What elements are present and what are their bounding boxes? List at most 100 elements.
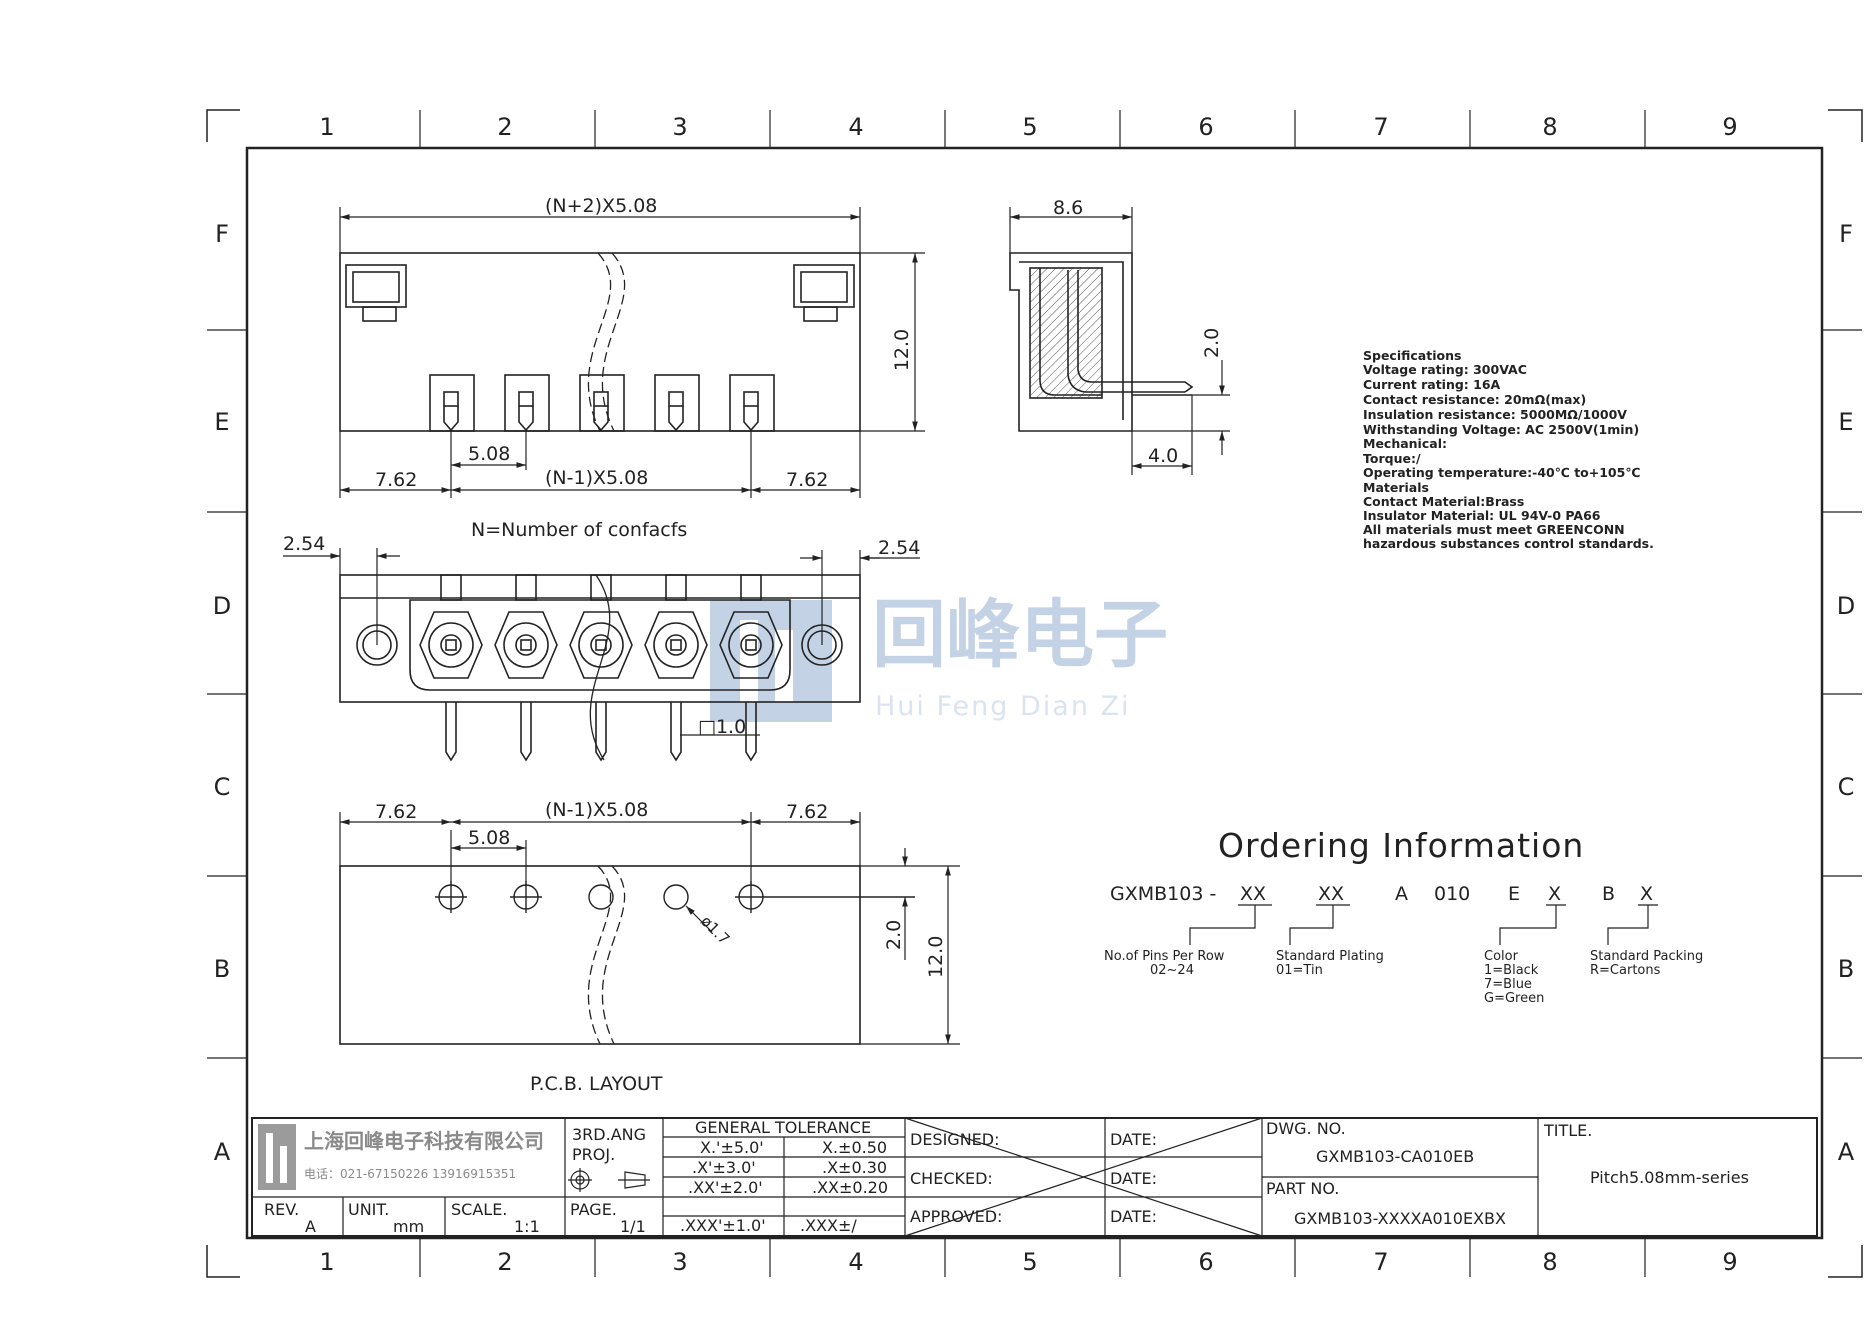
pcb-edge-left-label: 7.62 (375, 801, 417, 823)
spec-line: Withstanding Voltage: AC 2500V(1min) (1363, 422, 1639, 437)
col-label-bottom: 7 (1373, 1248, 1388, 1276)
tolerance-linear: X.±0.50 (822, 1138, 887, 1157)
row-label-right: F (1839, 220, 1853, 248)
row-label-left: F (215, 220, 229, 248)
pcb-layout-view (339, 865, 915, 1045)
projection-label: 3RD.ANG (572, 1125, 646, 1144)
row-label-right: C (1838, 773, 1855, 801)
approved-label: APPROVED: (910, 1207, 1002, 1226)
tolerance-linear: .XX±0.20 (812, 1178, 888, 1197)
tolerance-angle: X.'±5.0' (700, 1138, 764, 1157)
checked-label: CHECKED: (910, 1169, 993, 1188)
pitch-label: 5.08 (468, 443, 510, 465)
row-labels: F E D C B A F E D C B A (213, 220, 1855, 1166)
pin-height-label: 2.0 (1201, 328, 1223, 358)
pcb-layout-dimensions (339, 812, 960, 1045)
side-view-labels: 8.6 2.0 4.0 (1053, 197, 1223, 467)
col-label-top: 2 (497, 113, 512, 141)
overall-width-label: (N+2)X5.08 (545, 195, 657, 217)
hole-left-label: 2.54 (283, 533, 325, 555)
pcb-hole-dia-label: ø1.7 (697, 912, 733, 948)
pcb-layout-caption: P.C.B. LAYOUT (530, 1073, 663, 1095)
top-view-labels: (N+2)X5.08 12.0 5.08 7.62 (N-1)X5.08 7.6… (375, 195, 913, 541)
title-label: TITLE. (1543, 1121, 1592, 1140)
spec-line: Contact resistance: 20mΩ(max) (1363, 392, 1586, 407)
color-value: 7=Blue (1484, 977, 1532, 992)
col-label-bottom: 3 (672, 1248, 687, 1276)
front-view-labels: 2.54 2.54 □1.0 (283, 533, 920, 738)
top-height-label: 12.0 (891, 329, 913, 371)
spec-line: Mechanical: (1363, 436, 1447, 451)
rev-value: A (305, 1217, 316, 1236)
part-no-label: PART NO. (1266, 1179, 1339, 1198)
code-part-plating: XX (1318, 883, 1344, 905)
col-label-bottom: 4 (848, 1248, 863, 1276)
spec-line: Operating temperature:-40℃ to+105℃ (1363, 465, 1640, 480)
row-label-right: E (1838, 408, 1853, 436)
row-label-right: D (1837, 592, 1855, 620)
projection-symbol-icon (568, 1168, 650, 1192)
spec-line: Materials (1363, 480, 1429, 495)
date-label: DATE: (1110, 1169, 1157, 1188)
code-part-color: X (1548, 883, 1561, 905)
pcb-pitch-label: 5.08 (468, 827, 510, 849)
contacts-note: N=Number of confacfs (471, 519, 687, 541)
part-no-value: GXMB103-XXXXA010EXBX (1294, 1209, 1506, 1228)
title-block-text: 3RD.ANG PROJ. GENERAL TOLERANCE X.'±5.0'… (264, 1118, 1749, 1236)
depth-label: 8.6 (1053, 197, 1083, 219)
color-value: 1=Black (1484, 963, 1539, 978)
col-label-top: 6 (1198, 113, 1213, 141)
page-label: PAGE. (570, 1200, 617, 1219)
scale-label: SCALE. (451, 1200, 507, 1219)
row-label-left: C (214, 773, 231, 801)
tolerance-linear: .X±0.30 (822, 1158, 887, 1177)
front-view-dimensions (283, 548, 920, 736)
edge-right-label: 7.62 (786, 469, 828, 491)
col-label-top: 8 (1542, 113, 1557, 141)
plating-value: 01=Tin (1276, 963, 1323, 978)
company-name: 上海回峰电子科技有限公司 (304, 1129, 544, 1153)
top-view-dimensions (339, 207, 925, 498)
pcb-span-label: (N-1)X5.08 (545, 799, 648, 821)
spec-line: Current rating: 16A (1363, 377, 1501, 392)
company-logo (258, 1124, 296, 1190)
row-label-left: E (214, 408, 229, 436)
tolerance-linear: .XXX±/ (800, 1216, 857, 1235)
col-label-bottom: 6 (1198, 1248, 1213, 1276)
page-value: 1/1 (620, 1217, 646, 1236)
col-label-top: 7 (1373, 113, 1388, 141)
code-part-pins: XX (1240, 883, 1266, 905)
col-label-bottom: 1 (319, 1248, 334, 1276)
hole-right-label: 2.54 (878, 537, 920, 559)
row-label-left: D (213, 592, 231, 620)
specifications-block: Specifications Voltage rating: 300VAC Cu… (1363, 348, 1654, 551)
edge-left-label: 7.62 (375, 469, 417, 491)
watermark-en: Hui Feng Dian Zi (875, 691, 1131, 722)
code-part-a: A (1395, 883, 1408, 905)
spec-line: Voltage rating: 300VAC (1363, 362, 1527, 377)
col-label-top: 3 (672, 113, 687, 141)
column-labels: 1 2 3 4 5 6 7 8 9 1 2 3 4 5 6 7 8 9 (319, 113, 1737, 1276)
col-label-bottom: 2 (497, 1248, 512, 1276)
tolerance-angle: .XXX'±1.0' (680, 1216, 766, 1235)
col-label-bottom: 5 (1022, 1248, 1037, 1276)
scale-value: 1:1 (514, 1217, 540, 1236)
rev-label: REV. (264, 1200, 299, 1219)
code-part-packing: X (1640, 883, 1653, 905)
col-label-bottom: 9 (1722, 1248, 1737, 1276)
spec-line: Insulation resistance: 5000MΩ/1000V (1363, 407, 1627, 422)
spec-line: Torque:/ (1363, 451, 1421, 466)
date-label: DATE: (1110, 1207, 1157, 1226)
color-value: G=Green (1484, 991, 1544, 1006)
tolerance-angle: .XX'±2.0' (688, 1178, 763, 1197)
ordering-title: Ordering Information (1218, 826, 1584, 865)
spec-line: Insulator Material: UL 94V-0 PA66 (1363, 508, 1601, 523)
spec-line: Contact Material:Brass (1363, 494, 1524, 509)
spec-line: All materials must meet GREENCONN (1363, 522, 1625, 537)
pcb-edge-right-label: 7.62 (786, 801, 828, 823)
proj-label: PROJ. (572, 1145, 615, 1164)
col-label-top: 4 (848, 113, 863, 141)
spec-line: hazardous substances control standards. (1363, 536, 1654, 551)
pcb-row-offset-label: 2.0 (883, 920, 905, 950)
